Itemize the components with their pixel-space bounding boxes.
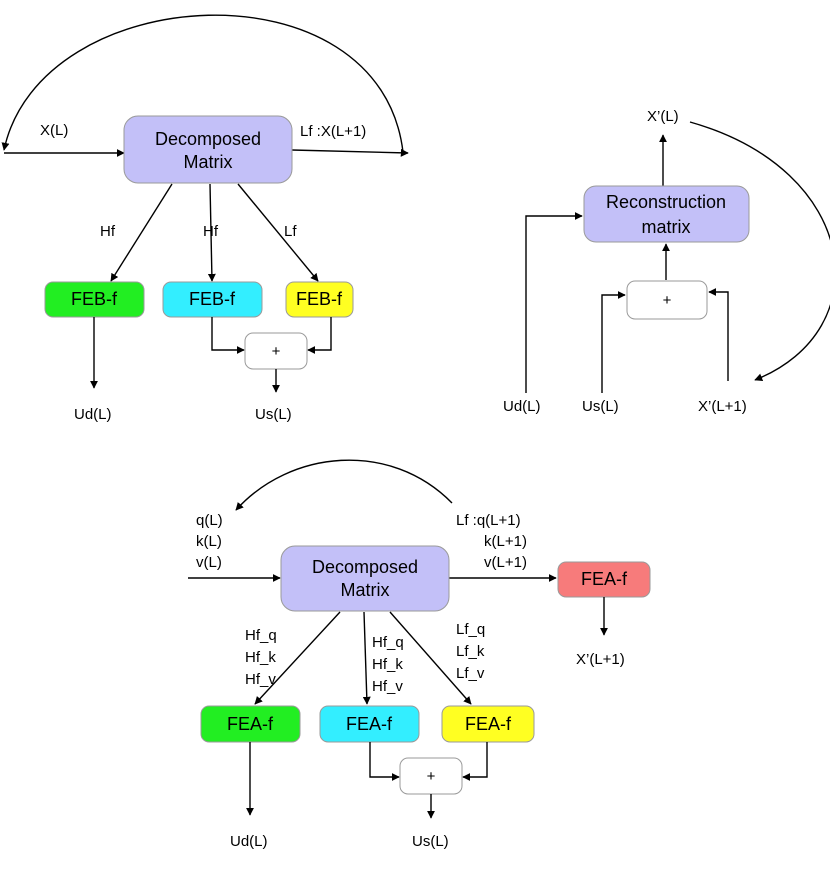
fea-edge2-k: Hf_k: [372, 656, 403, 673]
feb-edge-label-1: Hf: [100, 223, 116, 240]
fea-matrix-box: [280, 545, 450, 612]
fea-block-green-label: FEA-f: [227, 714, 274, 734]
fea-edge1-q: Hf_q: [245, 627, 277, 644]
fea-red-out-label: X’(L+1): [576, 651, 625, 668]
feb-input-label: X(L): [40, 122, 68, 139]
feb-out-us: Us(L): [255, 406, 292, 423]
panel-fea: q(L) k(L) v(L) Lf :q(L+1) k(L+1) v(L+1) …: [188, 459, 651, 850]
feb-block-yellow-label: FEB-f: [296, 289, 343, 309]
fea-edge1-v: Hf_v: [245, 671, 276, 688]
fea-plus-label: +: [427, 768, 436, 785]
recon-in-us: Us(L): [582, 398, 619, 415]
fea-block-yellow-label: FEA-f: [465, 714, 512, 734]
recon-ud-in: [525, 212, 583, 393]
fea-block-cyan-label: FEA-f: [346, 714, 393, 734]
fea-edge2-q: Hf_q: [372, 634, 404, 651]
recon-plus-label: +: [663, 292, 672, 309]
fea-cyan-to-plus: [369, 742, 400, 781]
fea-matrix-label-2: Matrix: [341, 580, 390, 600]
recon-box: [583, 185, 750, 243]
feb-block-yellow: [285, 281, 354, 318]
fea-edge3-k: Lf_k: [456, 643, 485, 660]
recon-x-in: [708, 288, 729, 381]
fea-edge3-q: Lf_q: [456, 621, 485, 638]
recon-us-in: [601, 291, 626, 393]
fea-branch-3: [389, 611, 472, 705]
recon-in-x: X’(L+1): [698, 398, 747, 415]
feb-branch-1: [110, 183, 173, 282]
fea-input-k: k(L): [196, 533, 222, 550]
feb-cyan-to-plus: [211, 317, 245, 354]
feb-yellow-to-plus: [307, 317, 332, 354]
fea-input-q: q(L): [196, 512, 223, 529]
recon-feedback-curve: [689, 121, 830, 382]
fea-output-v: v(L+1): [484, 554, 527, 571]
feb-edge-label-3: Lf: [284, 223, 297, 240]
feb-out-ud: Ud(L): [74, 406, 112, 423]
feb-edge-label-2: Hf: [203, 223, 219, 240]
fea-edge2-v: Hf_v: [372, 678, 403, 695]
fea-out-ud: Ud(L): [230, 833, 268, 850]
fea-input-v: v(L): [196, 554, 222, 571]
fea-block-red-label: FEA-f: [581, 569, 628, 589]
fea-branch-2: [362, 611, 371, 705]
fea-feedback-arc: [235, 459, 453, 511]
fea-out-us: Us(L): [412, 833, 449, 850]
feb-branch-3: [237, 183, 319, 282]
recon-in-ud: Ud(L): [503, 398, 541, 415]
recon-plus-box: [626, 280, 708, 320]
feb-plus-label: +: [272, 343, 281, 360]
panel-feb: X(L) Lf :X(L+1) Decomposed Matrix Hf Hf …: [1, 14, 409, 423]
fea-edge1-k: Hf_k: [245, 649, 276, 666]
feb-block-cyan-label: FEB-f: [189, 289, 236, 309]
feb-branch-2: [207, 183, 216, 282]
fea-output-k: k(L+1): [484, 533, 527, 550]
fea-edge3-v: Lf_v: [456, 665, 485, 682]
recon-top-label: X’(L): [647, 108, 679, 125]
fea-matrix-label-1: Decomposed: [312, 557, 418, 577]
recon-box-label-2: matrix: [642, 217, 691, 237]
feb-matrix-label-2: Matrix: [184, 152, 233, 172]
fea-output-q: Lf :q(L+1): [456, 512, 521, 529]
feb-matrix-box: [123, 115, 293, 184]
feb-output-arrow: [291, 148, 409, 157]
feb-matrix-label-1: Decomposed: [155, 129, 261, 149]
fea-yellow-to-plus: [462, 742, 488, 781]
fea-block-yellow: [441, 705, 535, 743]
feb-block-green-label: FEB-f: [71, 289, 118, 309]
panel-recon: X’(L) Reconstruction matrix Ud(L) + Us(L…: [503, 108, 830, 415]
recon-box-label-1: Reconstruction: [606, 192, 726, 212]
feb-output-label: Lf :X(L+1): [300, 123, 366, 140]
feb-feedback-arc: [1, 14, 404, 153]
fea-branch-1: [254, 611, 341, 705]
